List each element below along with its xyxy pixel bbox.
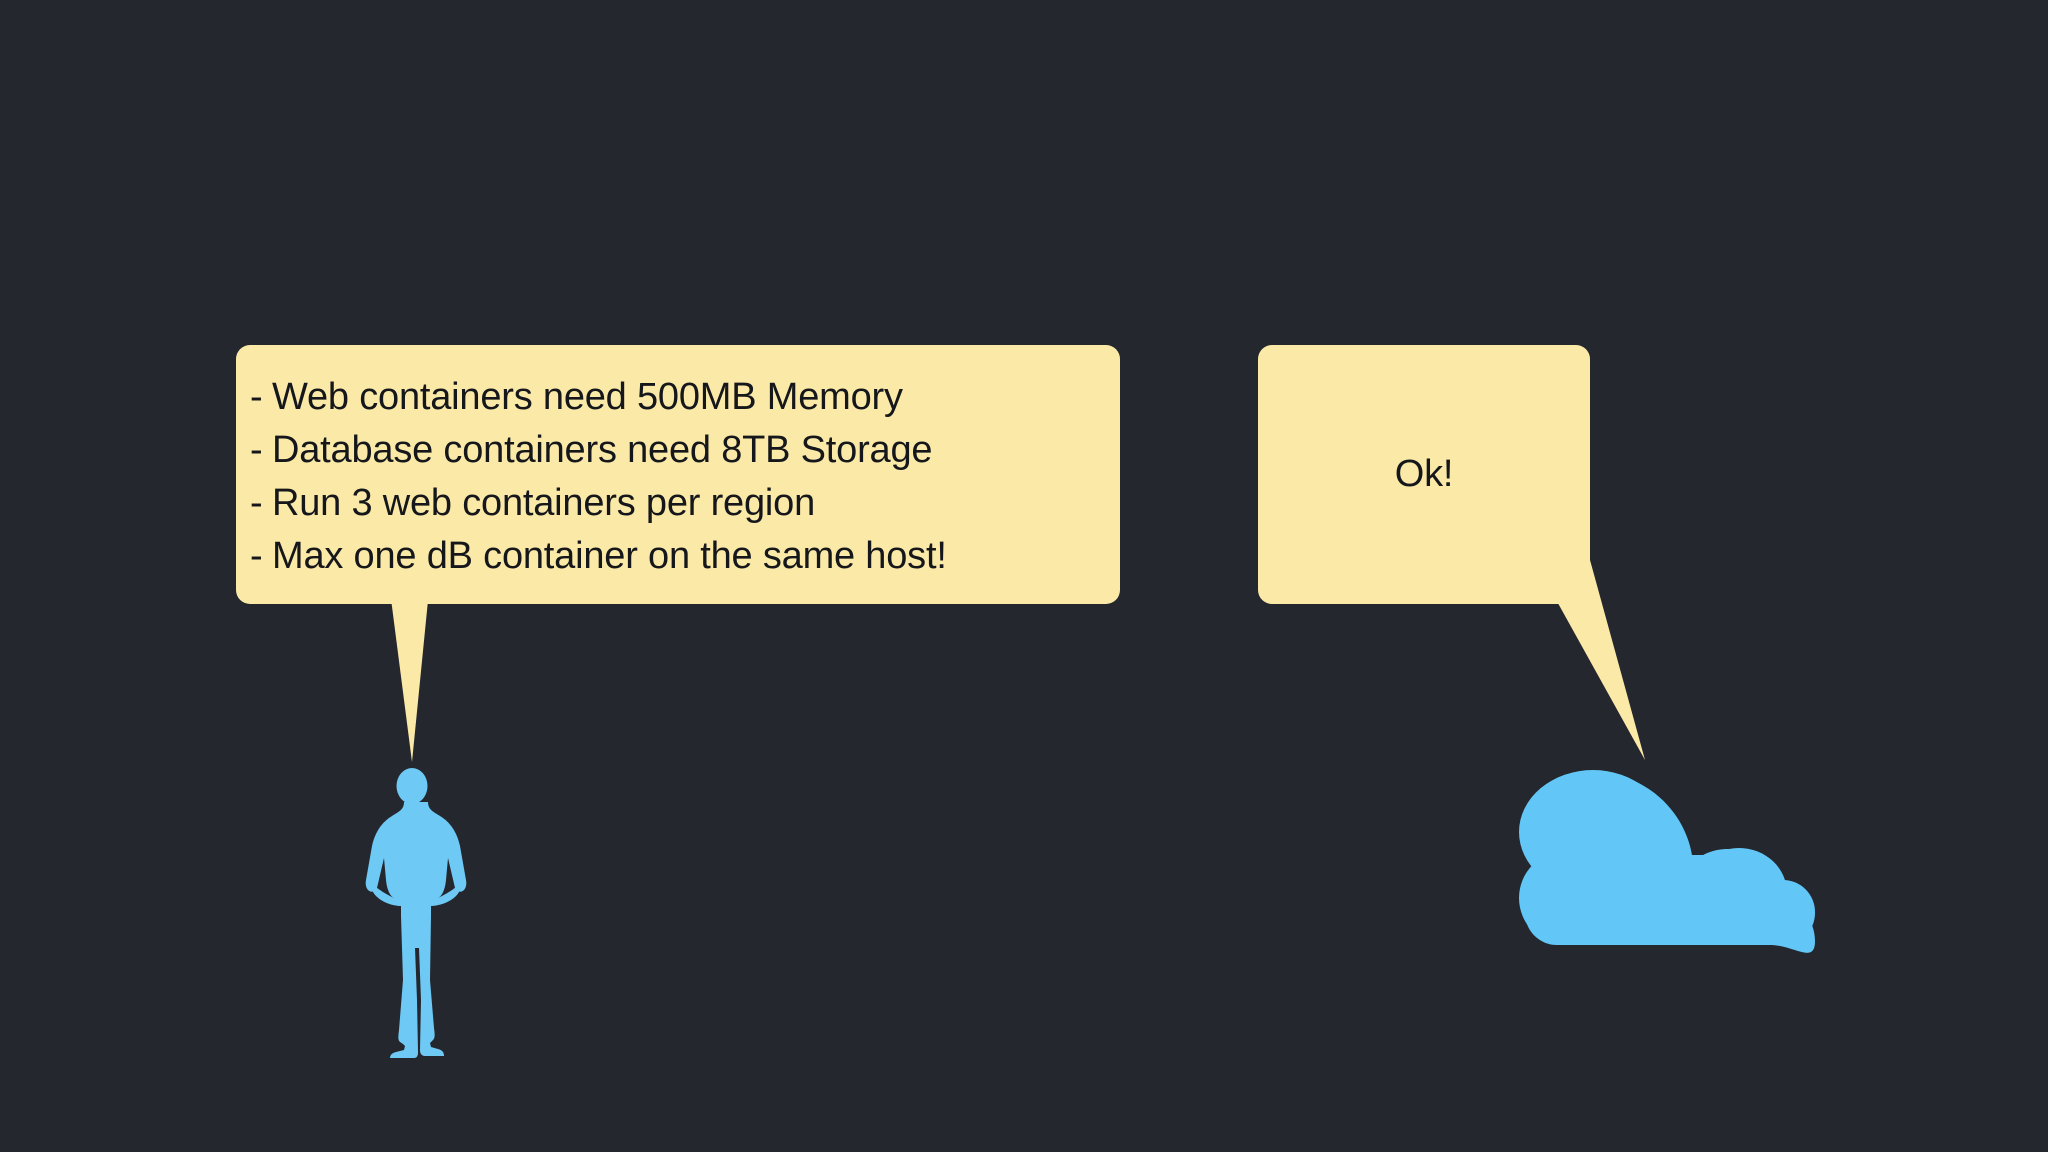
bullet-dash: -: [250, 376, 263, 418]
reply-speech-bubble: Ok!: [1258, 345, 1590, 604]
list-item-label: Web containers need 500MB Memory: [272, 376, 903, 418]
list-item: -Max one dB container on the same host!: [250, 530, 1120, 583]
bullet-dash: -: [250, 535, 263, 577]
bullet-dash: -: [250, 482, 263, 524]
bullet-dash: -: [250, 429, 263, 471]
list-item: -Web containers need 500MB Memory: [250, 371, 1120, 424]
person-icon: [365, 768, 467, 1058]
list-item: -Run 3 web containers per region: [250, 477, 1120, 530]
reply-bubble-tail: [1534, 560, 1645, 760]
requirements-bubble-tail: [386, 560, 432, 762]
list-item-label: Database containers need 8TB Storage: [272, 429, 933, 471]
requirements-list: -Web containers need 500MB Memory -Datab…: [250, 371, 1120, 583]
cloud-icon: [1519, 770, 1815, 953]
list-item: -Database containers need 8TB Storage: [250, 424, 1120, 477]
list-item-label: Max one dB container on the same host!: [272, 535, 947, 577]
list-item-label: Run 3 web containers per region: [272, 482, 816, 524]
requirements-speech-bubble: -Web containers need 500MB Memory -Datab…: [236, 345, 1120, 604]
reply-bubble-label: Ok!: [1394, 453, 1454, 495]
